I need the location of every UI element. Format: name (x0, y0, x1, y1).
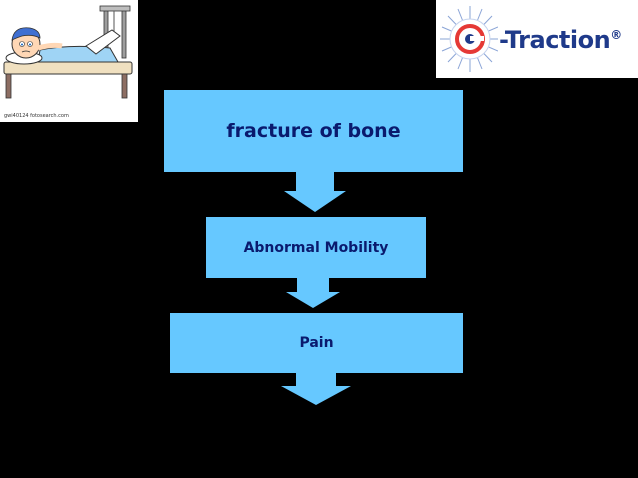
logo-text: -Traction (499, 26, 611, 54)
registered-mark: ® (610, 28, 622, 42)
flow-step-abnormal-mobility: Abnormal Mobility (206, 217, 426, 278)
down-arrow-icon (281, 372, 351, 405)
image-credit-caption: gwi40124 fotosearch.com (4, 113, 69, 119)
flow-step-pain: Pain (170, 313, 463, 373)
e-traction-logo: -Traction® (436, 0, 638, 78)
flow-step-label: Pain (299, 335, 334, 351)
flow-step-label: fracture of bone (226, 120, 401, 142)
patient-in-traction-drawing (3, 5, 133, 99)
patient-in-traction-illustration: gwi40124 fotosearch.com (0, 0, 138, 122)
flow-step-fracture-of-bone: fracture of bone (164, 90, 463, 172)
logo-wordmark: -Traction® (499, 26, 622, 54)
flow-step-label: Abnormal Mobility (243, 239, 389, 256)
spiral-sun-icon (440, 6, 498, 72)
down-arrow-icon (286, 277, 340, 308)
down-arrow-icon (284, 171, 346, 212)
